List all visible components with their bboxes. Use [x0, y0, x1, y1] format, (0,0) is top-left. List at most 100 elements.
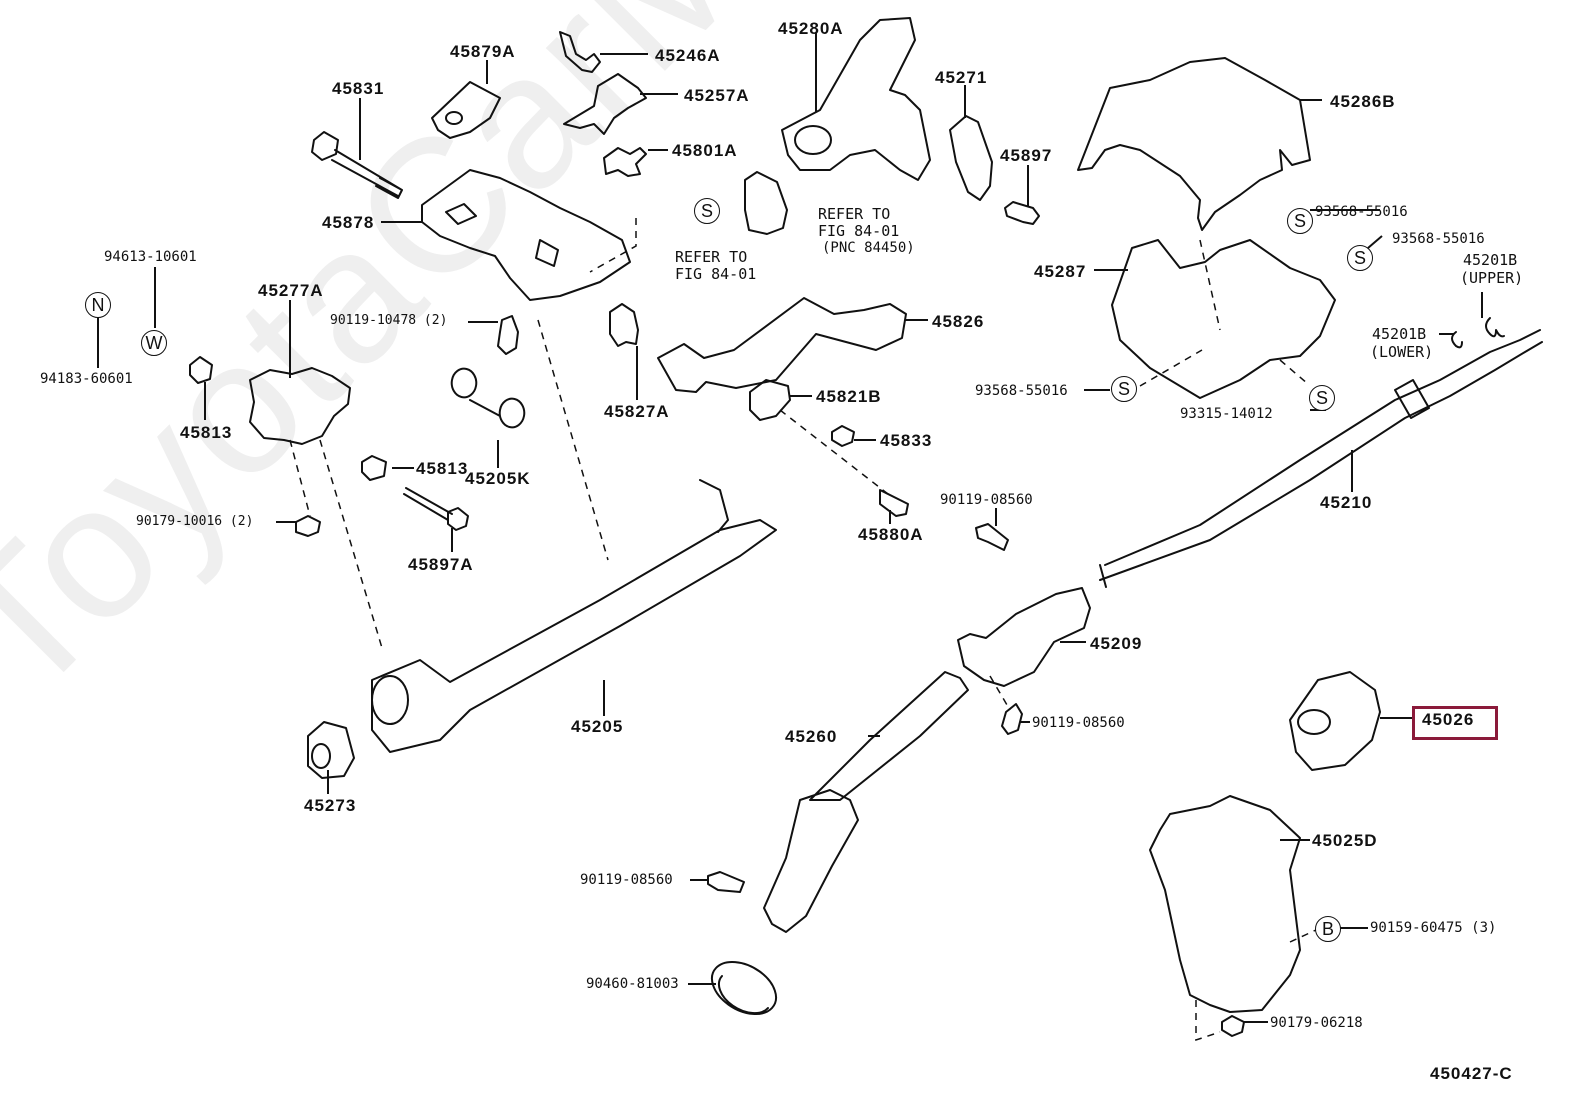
label-45897A[interactable]: 45897A: [408, 555, 474, 574]
part-45827A: [609, 303, 639, 347]
label-45260[interactable]: 45260: [785, 727, 838, 746]
label-45286B[interactable]: 45286B: [1330, 92, 1396, 111]
label-94183-60601[interactable]: 94183-60601: [40, 371, 133, 387]
part-45257A: [563, 73, 647, 135]
refer-note-left-line2: FIG 84-01: [675, 265, 757, 283]
part-45205: [371, 479, 777, 753]
label-45277A[interactable]: 45277A: [258, 281, 324, 300]
part-45831: [311, 131, 403, 199]
part-90179-10016: [295, 515, 321, 537]
symbol-S-93568-c: S: [1111, 376, 1137, 402]
part-45201B-lower: [1451, 331, 1463, 349]
label-45813-left[interactable]: 45813: [180, 423, 233, 442]
label-45280A[interactable]: 45280A: [778, 19, 844, 38]
label-45273[interactable]: 45273: [304, 796, 357, 815]
part-45205K: [450, 367, 526, 429]
label-90119-08560-b[interactable]: 90119-08560: [1032, 715, 1125, 731]
part-90179-06218: [1221, 1015, 1245, 1037]
label-90179-10016[interactable]: 90179-10016 (2): [136, 514, 254, 529]
label-45209[interactable]: 45209: [1090, 634, 1143, 653]
part-45286B: [1077, 57, 1311, 231]
label-45201B-upper[interactable]: 45201B: [1463, 251, 1518, 269]
part-45826: [657, 297, 907, 393]
label-93315-14012[interactable]: 93315-14012: [1180, 406, 1273, 422]
figure-code: 450427-C: [1430, 1064, 1513, 1083]
label-45026[interactable]: 45026: [1422, 710, 1475, 729]
part-45821B: [749, 379, 791, 421]
label-93568-55016-a[interactable]: 93568-55016: [1315, 204, 1408, 220]
part-refer-switch: [744, 171, 788, 235]
label-45025D[interactable]: 45025D: [1312, 831, 1378, 850]
part-45287: [1111, 239, 1336, 399]
part-90119-10478: [497, 315, 519, 355]
label-45813-mid[interactable]: 45813: [416, 459, 469, 478]
symbol-S-93315: S: [1309, 385, 1335, 411]
label-90119-08560-c[interactable]: 90119-08560: [580, 872, 673, 888]
refer-note-right-line3: (PNC 84450): [822, 240, 915, 256]
label-upper: (UPPER): [1460, 269, 1524, 287]
refer-note-left-line1: REFER TO: [675, 248, 748, 266]
label-45821B[interactable]: 45821B: [816, 387, 882, 406]
assembly-dashes: [289, 218, 1317, 1042]
label-90179-06218[interactable]: 90179-06218: [1270, 1015, 1363, 1031]
part-90460-81003: [711, 960, 777, 1016]
part-45025D: [1149, 795, 1301, 1013]
label-45205[interactable]: 45205: [571, 717, 624, 736]
label-93568-55016-b[interactable]: 93568-55016: [1392, 231, 1485, 247]
part-45026: [1289, 671, 1381, 771]
refer-note-right-line2: FIG 84-01: [818, 222, 900, 240]
part-45271: [949, 115, 993, 201]
part-45813-left: [189, 356, 213, 384]
part-45246A: [559, 31, 601, 73]
part-45280A: [781, 17, 931, 181]
part-45833: [831, 425, 855, 447]
label-45205K[interactable]: 45205K: [465, 469, 531, 488]
label-45801A[interactable]: 45801A: [672, 141, 738, 160]
symbol-S-93568-b: S: [1347, 245, 1373, 271]
label-45210[interactable]: 45210: [1320, 493, 1373, 512]
label-lower: (LOWER): [1370, 343, 1434, 361]
leader-lines: [97, 32, 1483, 1023]
label-45827A[interactable]: 45827A: [604, 402, 670, 421]
part-90119-08560-b: [1001, 703, 1023, 735]
label-45879A[interactable]: 45879A: [450, 42, 516, 61]
symbol-S-93568-a: S: [1287, 208, 1313, 234]
label-45246A[interactable]: 45246A: [655, 46, 721, 65]
part-45880A: [879, 489, 909, 517]
label-45878[interactable]: 45878: [322, 213, 375, 232]
label-45880A[interactable]: 45880A: [858, 525, 924, 544]
symbol-B: B: [1315, 916, 1341, 942]
label-45271[interactable]: 45271: [935, 68, 988, 87]
label-45897[interactable]: 45897: [1000, 146, 1053, 165]
part-45897: [1004, 201, 1040, 225]
part-45878: [421, 169, 631, 301]
label-90119-08560-a[interactable]: 90119-08560: [940, 492, 1033, 508]
label-90460-81003[interactable]: 90460-81003: [586, 976, 679, 992]
label-45287[interactable]: 45287: [1034, 262, 1087, 281]
label-45826[interactable]: 45826: [932, 312, 985, 331]
part-45897A: [403, 487, 469, 531]
label-45833[interactable]: 45833: [880, 431, 933, 450]
label-94613-10601[interactable]: 94613-10601: [104, 249, 197, 265]
part-90119-08560-a: [975, 523, 1009, 551]
label-45201B-lower[interactable]: 45201B: [1372, 325, 1427, 343]
label-45831[interactable]: 45831: [332, 79, 385, 98]
refer-note-right-line1: REFER TO: [818, 205, 891, 223]
part-45260: [763, 671, 969, 933]
refer-note-left: REFER TO FIG 84-01: [675, 249, 756, 283]
label-90159-60475[interactable]: 90159-60475 (3): [1370, 920, 1497, 936]
label-90119-10478[interactable]: 90119-10478 (2): [330, 313, 448, 328]
part-45201B-upper: [1485, 317, 1505, 338]
part-45273: [307, 721, 355, 779]
symbol-W: W: [141, 330, 167, 356]
part-45210: [1099, 329, 1543, 588]
part-45813-mid: [361, 455, 387, 481]
refer-note-right: REFER TO FIG 84-01 (PNC 84450): [818, 206, 915, 257]
part-90119-08560-c: [707, 871, 745, 893]
label-93568-55016-c[interactable]: 93568-55016: [975, 383, 1068, 399]
part-45879A: [431, 81, 501, 139]
part-45277A: [249, 367, 351, 445]
label-45257A[interactable]: 45257A: [684, 86, 750, 105]
symbol-S-refer: S: [694, 198, 720, 224]
